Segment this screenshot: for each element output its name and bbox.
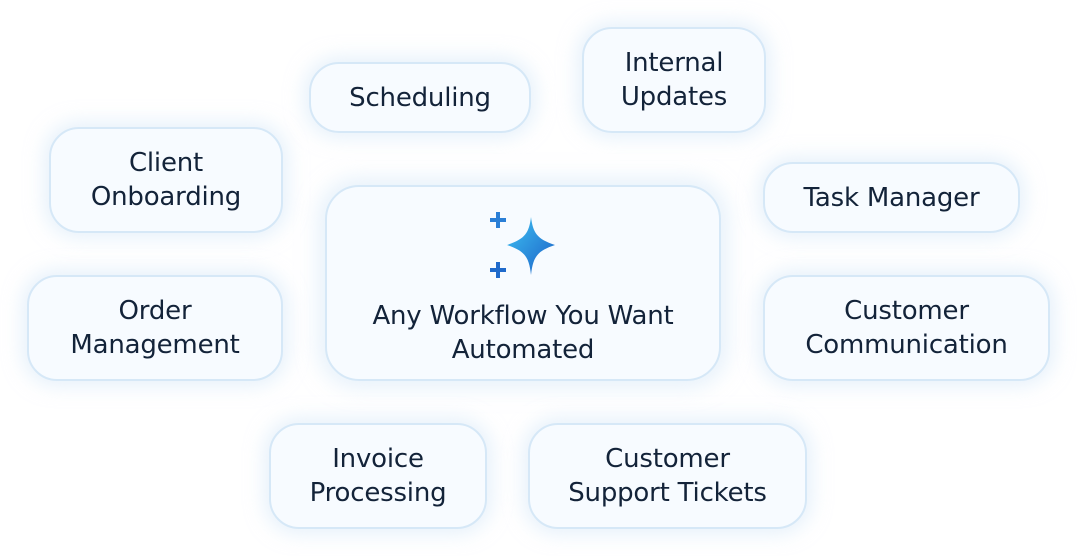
workflow-invoice-processing: Invoice Processing [269, 423, 487, 529]
sparkle-icon [490, 212, 555, 278]
workflow-customer-communication: Customer Communication [763, 275, 1050, 381]
workflow-client-onboarding: Client Onboarding [49, 127, 283, 233]
workflow-label: Client Onboarding [90, 148, 242, 212]
workflow-label: Scheduling [349, 82, 491, 113]
workflow-scheduling: Scheduling [309, 62, 531, 133]
workflow-label: Internal Updates [620, 48, 728, 112]
workflow-label: Task Manager [803, 182, 980, 213]
workflow-order-management: Order Management [27, 275, 283, 381]
workflow-customer-support-tickets: Customer Support Tickets [528, 423, 807, 529]
center-label: Any Workflow You Want Automated [372, 301, 674, 365]
workflow-label: Order Management [70, 296, 240, 360]
center-card: Any Workflow You Want Automated [325, 185, 721, 381]
workflow-internal-updates: Internal Updates [582, 27, 766, 133]
workflow-label: Customer Communication [805, 296, 1008, 360]
workflow-task-manager: Task Manager [763, 162, 1020, 233]
workflow-label: Customer Support Tickets [568, 444, 767, 508]
workflow-label: Invoice Processing [309, 444, 447, 508]
